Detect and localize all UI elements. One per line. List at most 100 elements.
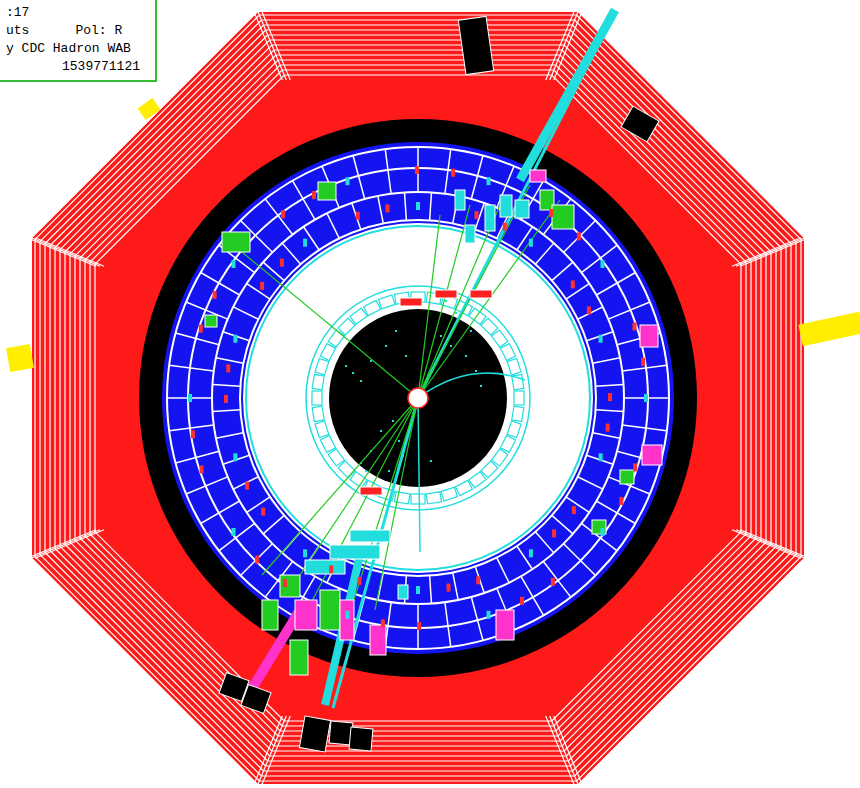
drift-cell (426, 492, 441, 504)
tower-hit (318, 182, 336, 200)
iron-corner (546, 11, 575, 80)
tower-hit (620, 470, 634, 484)
tower-hit (262, 600, 278, 630)
drift-cell (328, 449, 344, 466)
drift-hit (405, 355, 407, 357)
iron-corner (550, 716, 579, 785)
cell-hit (281, 210, 285, 218)
iron-corner (736, 530, 805, 559)
calorimeter (162, 142, 674, 654)
calorimeter-cell (517, 546, 533, 569)
cell-hit (551, 578, 555, 586)
calorimeter-cell (521, 576, 544, 615)
calorimeter-cell (385, 149, 391, 194)
drift-cell (492, 330, 508, 347)
cell-hit (245, 482, 249, 490)
drift-cell (379, 295, 395, 309)
particle-track (418, 185, 530, 398)
calorimeter-cell (535, 243, 553, 264)
calorimeter-cell (201, 501, 240, 524)
tower-hit (320, 590, 340, 630)
cell-hit (415, 166, 419, 174)
calorimeter-cell (241, 544, 273, 576)
drift-cell (350, 308, 367, 324)
calorimeter-cell (453, 573, 458, 600)
iron-corner (262, 11, 291, 80)
calorimeter-cell (378, 573, 383, 600)
calorimeter-cell (608, 302, 650, 319)
cell-hit (356, 212, 360, 220)
drift-cell (411, 494, 425, 504)
iron-corner (554, 716, 583, 785)
cell-hit (416, 202, 420, 210)
cell-hit (520, 597, 524, 605)
cell-hit (599, 335, 603, 343)
iron-corner (258, 716, 287, 785)
drift-hit (380, 430, 382, 432)
drift-hit (392, 420, 394, 422)
beam-marker (138, 98, 161, 120)
drift-hit (385, 345, 387, 347)
calorimeter-cell (578, 477, 603, 489)
calorimeter-cell (552, 262, 573, 280)
cell-hit (358, 577, 362, 585)
drift-hit (465, 355, 467, 357)
cell-hit (199, 325, 203, 333)
tower-hit (360, 487, 382, 495)
curved-track (418, 373, 525, 398)
calorimeter-cell (352, 203, 361, 230)
iron-layer (35, 15, 801, 781)
calorimeter-cell (622, 425, 667, 431)
calorimeter-cell (212, 410, 240, 412)
tower-hit (435, 290, 457, 298)
calorimeter-cell (263, 515, 284, 533)
iron-layer (85, 65, 751, 731)
info-text: 1539771121 (62, 59, 140, 74)
tower-hit (340, 600, 354, 640)
drift-hit (445, 300, 447, 302)
cell-hit (386, 204, 390, 212)
calorimeter-cell (445, 602, 451, 647)
iron-corner (732, 238, 801, 267)
iron-corner (550, 11, 579, 80)
cell-hit (587, 306, 591, 314)
iron-corner (740, 530, 809, 559)
drift-hit (475, 370, 477, 372)
iron-corner (35, 238, 104, 267)
cell-hit (476, 576, 480, 584)
iron-corner (35, 530, 104, 559)
calorimeter-cell (247, 284, 270, 300)
cell-hit (475, 211, 479, 219)
calorimeter-cell (378, 196, 383, 223)
cell-hit (224, 395, 228, 403)
cell-hit (280, 259, 284, 267)
calorimeter-cell (430, 576, 432, 604)
drift-cell (312, 391, 322, 405)
drift-cell (315, 359, 329, 375)
particle-track (418, 200, 560, 398)
drift-hit (455, 312, 457, 314)
calorimeter-cell (593, 358, 620, 363)
info-line: 1539771121 (6, 56, 149, 74)
calorimeter-cell (233, 307, 258, 319)
iron-layer (60, 40, 776, 756)
cell-hit (447, 584, 451, 592)
tower-hit (370, 625, 386, 655)
drift-hit (440, 335, 442, 337)
calorimeter-cell (471, 597, 483, 640)
drift-hit (450, 345, 452, 347)
cell-hit (641, 358, 645, 366)
calorimeter-cell (169, 365, 214, 371)
calorimeter-cell (176, 333, 219, 345)
calorimeter-cell (327, 213, 339, 238)
drift-cell (512, 406, 524, 421)
muon-hit (621, 106, 659, 142)
calorimeter-cell (247, 497, 270, 513)
muon-hit (241, 685, 271, 714)
tower-hit (350, 530, 390, 542)
iron-corner (732, 530, 801, 559)
drift-cell (507, 421, 521, 437)
drift-boundary (306, 286, 530, 510)
vertex-region (329, 309, 507, 487)
cherenkov-boundary (246, 226, 590, 570)
